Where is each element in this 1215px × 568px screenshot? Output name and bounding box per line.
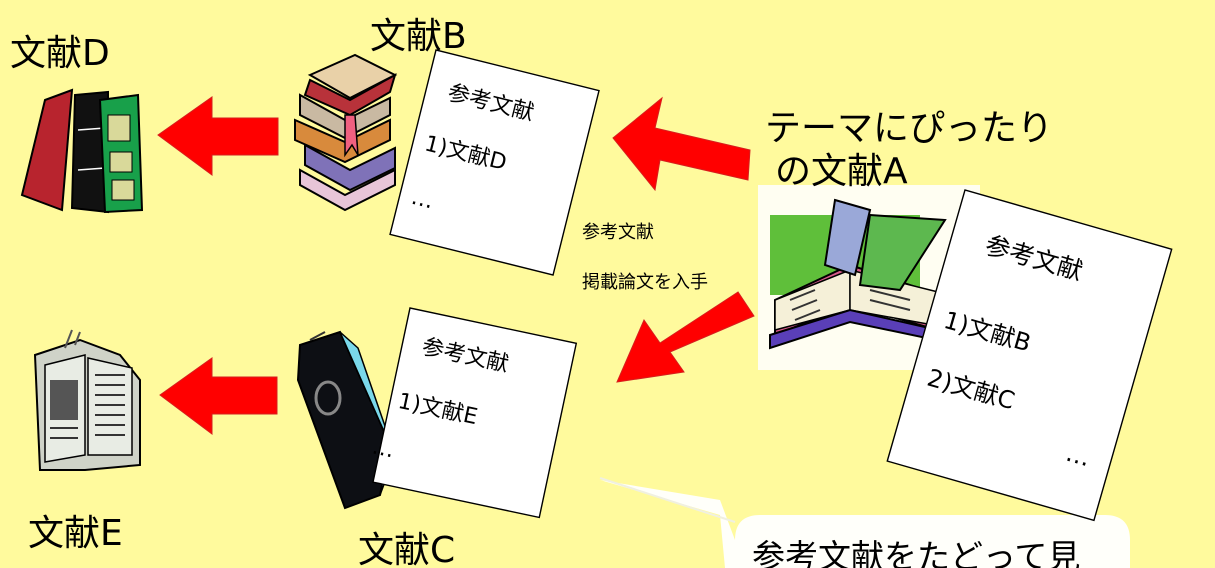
arrow-a-to-c (616, 291, 755, 383)
arrow-c-to-e (159, 357, 278, 435)
note-c-item-2: … (370, 434, 397, 463)
doc-a-label-line2: の文献A (775, 151, 908, 192)
doc-c-label: 文献C (358, 530, 455, 568)
doc-a-label-line1: テーマにぴったり (765, 108, 1053, 149)
caption-line1: 参考文献 (582, 222, 654, 243)
callout-text: 参考文献をたどって見 (752, 537, 1080, 568)
newspaper-book-icon (33, 329, 141, 471)
doc-d-label: 文献D (10, 33, 110, 74)
doc-e-label: 文献E (28, 513, 123, 554)
book-stack-icon (294, 53, 398, 212)
binder-icon (296, 330, 396, 510)
note-a: 参考文献 1)文献B 2)文献C … (886, 189, 1173, 522)
note-b: 参考文献 1)文献D … (389, 49, 600, 276)
arrow-a-to-b (612, 96, 751, 192)
arrow-b-to-d (157, 96, 279, 176)
books-icon (20, 88, 144, 214)
callout-bubble: 参考文献をたどって見 (599, 477, 1130, 568)
caption-line2: 掲載論文を入手 (582, 272, 708, 293)
doc-b-label: 文献B (370, 16, 467, 57)
note-c: 参考文献 1)文献E … (370, 307, 578, 519)
